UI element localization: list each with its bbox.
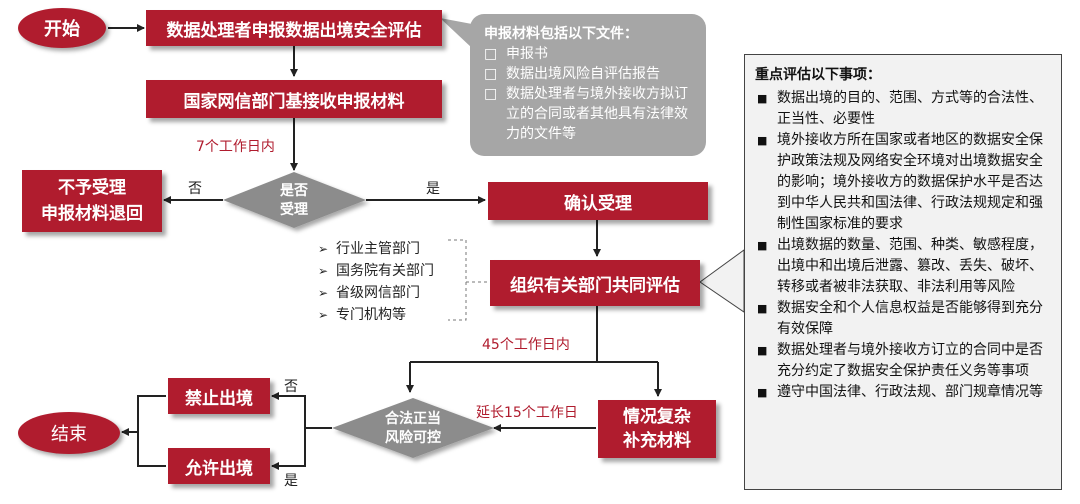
decision-legal-line2: 风险可控 [385,430,441,446]
label-yes-accept: 是 [426,181,440,197]
department-item: 省级网信部门 [318,282,434,304]
label-no-accept: 否 [188,181,202,197]
key-point-item: 境外接收方所在国家或者地区的数据安全保护政策法规及网络安全环境对出境数据安全的影… [755,130,1051,235]
prohibit-node: 禁止出境 [168,378,270,414]
submit-node: 数据处理者申报数据出境安全评估 [146,10,442,46]
label-7-days: 7个工作日内 [196,139,275,155]
arrow-decision-prohibit [271,392,332,429]
confirm-node: 确认受理 [488,182,708,220]
decision-legal-diamond [332,398,494,458]
department-item: 专门机构等 [318,304,434,326]
keypoints-callout-pointer [699,249,745,313]
reject-node: 不予受理 申报材料退回 [22,170,162,232]
prohibit-label: 禁止出境 [185,388,253,409]
reject-label-line2: 申报材料退回 [41,204,143,224]
decision-legal-line1: 合法正当 [385,411,441,427]
decision-accept-diamond [223,172,366,228]
label-45-days: 45个工作日内 [482,337,570,353]
key-point-item: 数据安全和个人信息权益是否能够得到充分有效保障 [755,298,1051,340]
departments-bracket [448,239,467,321]
confirm-label: 确认受理 [564,193,632,214]
submit-label: 数据处理者申报数据出境安全评估 [166,20,422,41]
materials-item: 数据出境风险自评估报告 [484,64,692,84]
materials-title: 申报材料包括以下文件： [484,26,638,42]
department-item: 行业主管部门 [318,238,434,260]
key-point-item: 数据出境的目的、范围、方式等的合法性、正当性、必要性 [755,88,1051,130]
supplement-node: 情况复杂 补充材料 [598,400,716,458]
supplement-label-line2: 补充材料 [623,431,691,451]
receive-label: 国家网信部门基接收申报材料 [183,91,405,112]
joint-eval-node: 组织有关部门共同评估 [490,260,700,306]
supplement-label-line1: 情况复杂 [623,407,691,427]
decision-legal-text: 合法正当 风险可控 [368,410,458,448]
decision-accept-line2: 受理 [280,202,308,218]
materials-callout-pointer [440,18,472,48]
key-point-item: 数据处理者与境外接收方订立的合同中是否充分约定了数据安全保护责任义务等事项 [755,340,1051,382]
reject-label-line1: 不予受理 [58,178,126,198]
key-point-item: 遵守中国法律、行政法规、部门规章情况等 [755,382,1051,403]
joint-eval-label: 组织有关部门共同评估 [510,275,680,296]
key-points-title: 重点评估以下事项： [755,67,881,83]
arrow-decision-allow [271,427,332,470]
start-label: 开始 [44,19,80,40]
key-point-item: 出境数据的数量、范围、种类、敏感程度，出境中和出境后泄露、篡改、丢失、破坏、转移… [755,235,1051,298]
label-yes-legal: 是 [284,473,298,489]
line-allow-end [137,432,166,467]
arrow-prohibit-end [121,395,166,436]
end-label: 结束 [51,424,87,445]
materials-item: 数据处理者与境外接收方拟订立的合同或者其他具有法律效力的文件等 [484,84,692,144]
departments-list: 行业主管部门 国务院有关部门 省级网信部门 专门机构等 [318,238,434,326]
key-points-panel: 重点评估以下事项： 数据出境的目的、范围、方式等的合法性、正当性、必要性 境外接… [744,54,1062,490]
materials-item: 申报书 [484,44,692,64]
allow-node: 允许出境 [168,448,270,484]
label-extend-15: 延长15个工作日 [476,405,578,421]
department-item: 国务院有关部门 [318,260,434,282]
receive-node: 国家网信部门基接收申报材料 [146,80,442,118]
start-node: 开始 [18,8,106,48]
end-node: 结束 [18,412,120,454]
decision-accept-text: 是否 受理 [264,182,324,220]
decision-accept-line1: 是否 [280,183,308,199]
allow-label: 允许出境 [185,458,253,479]
materials-callout: 申报材料包括以下文件： 申报书 数据出境风险自评估报告 数据处理者与境外接收方拟… [470,14,706,156]
label-no-legal: 否 [284,379,298,395]
